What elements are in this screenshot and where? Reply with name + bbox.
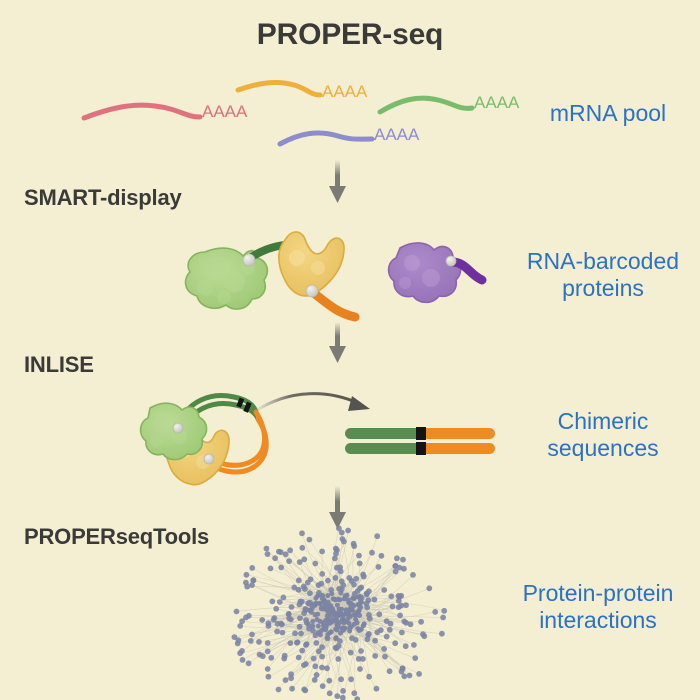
poly-a-orange: AAAA xyxy=(322,82,368,101)
output-label-rna-barcoded-proteins: RNA-barcoded proteins xyxy=(526,248,680,302)
mrna-strand-red: AAAA xyxy=(81,102,248,121)
mrna-strand-orange: AAAA xyxy=(235,80,368,101)
arrow-down-2 xyxy=(329,322,346,363)
mrna-strand-green: AAAA xyxy=(377,93,520,115)
stage-label-inlise: INLISE xyxy=(24,352,94,377)
poly-a-red: AAAA xyxy=(202,102,248,121)
linker-ball-yellow xyxy=(305,284,319,298)
protein-yellow-group xyxy=(278,231,360,322)
protein-purple-group xyxy=(387,242,487,304)
chimeric-bar-2 xyxy=(345,442,495,455)
chimeric-sequences-group xyxy=(345,427,495,455)
output-label-mrna-pool: mRNA pool xyxy=(549,100,667,126)
mrna-strand-purple: AAAA xyxy=(277,125,420,147)
linker-ball-green xyxy=(242,253,256,267)
ppi-network-graph xyxy=(231,525,448,700)
chimeric-bar-1 xyxy=(345,427,495,440)
stage-label-properseqtools: PROPERseqTools xyxy=(24,524,210,549)
output-label-chimeric-sequences: Chimeric sequences xyxy=(547,408,659,462)
poly-a-purple: AAAA xyxy=(374,125,420,144)
curved-arrow xyxy=(252,392,370,414)
linker-ball-purple xyxy=(445,255,457,267)
output-label-protein-protein-interactions: Protein-protein interactions xyxy=(522,580,674,634)
rna-tail-orange xyxy=(310,289,360,322)
inlise-complex xyxy=(139,393,269,486)
arrow-down-3 xyxy=(329,486,346,529)
stage-label-smart-display: SMART-display xyxy=(24,185,182,210)
arrow-down-1 xyxy=(329,160,346,203)
page-title: PROPER-seq xyxy=(256,18,444,51)
protein-green-group xyxy=(184,240,304,310)
poly-a-green: AAAA xyxy=(474,93,520,112)
mrna-pool-group: AAAA AAAA AAAA AAAA xyxy=(81,80,520,147)
